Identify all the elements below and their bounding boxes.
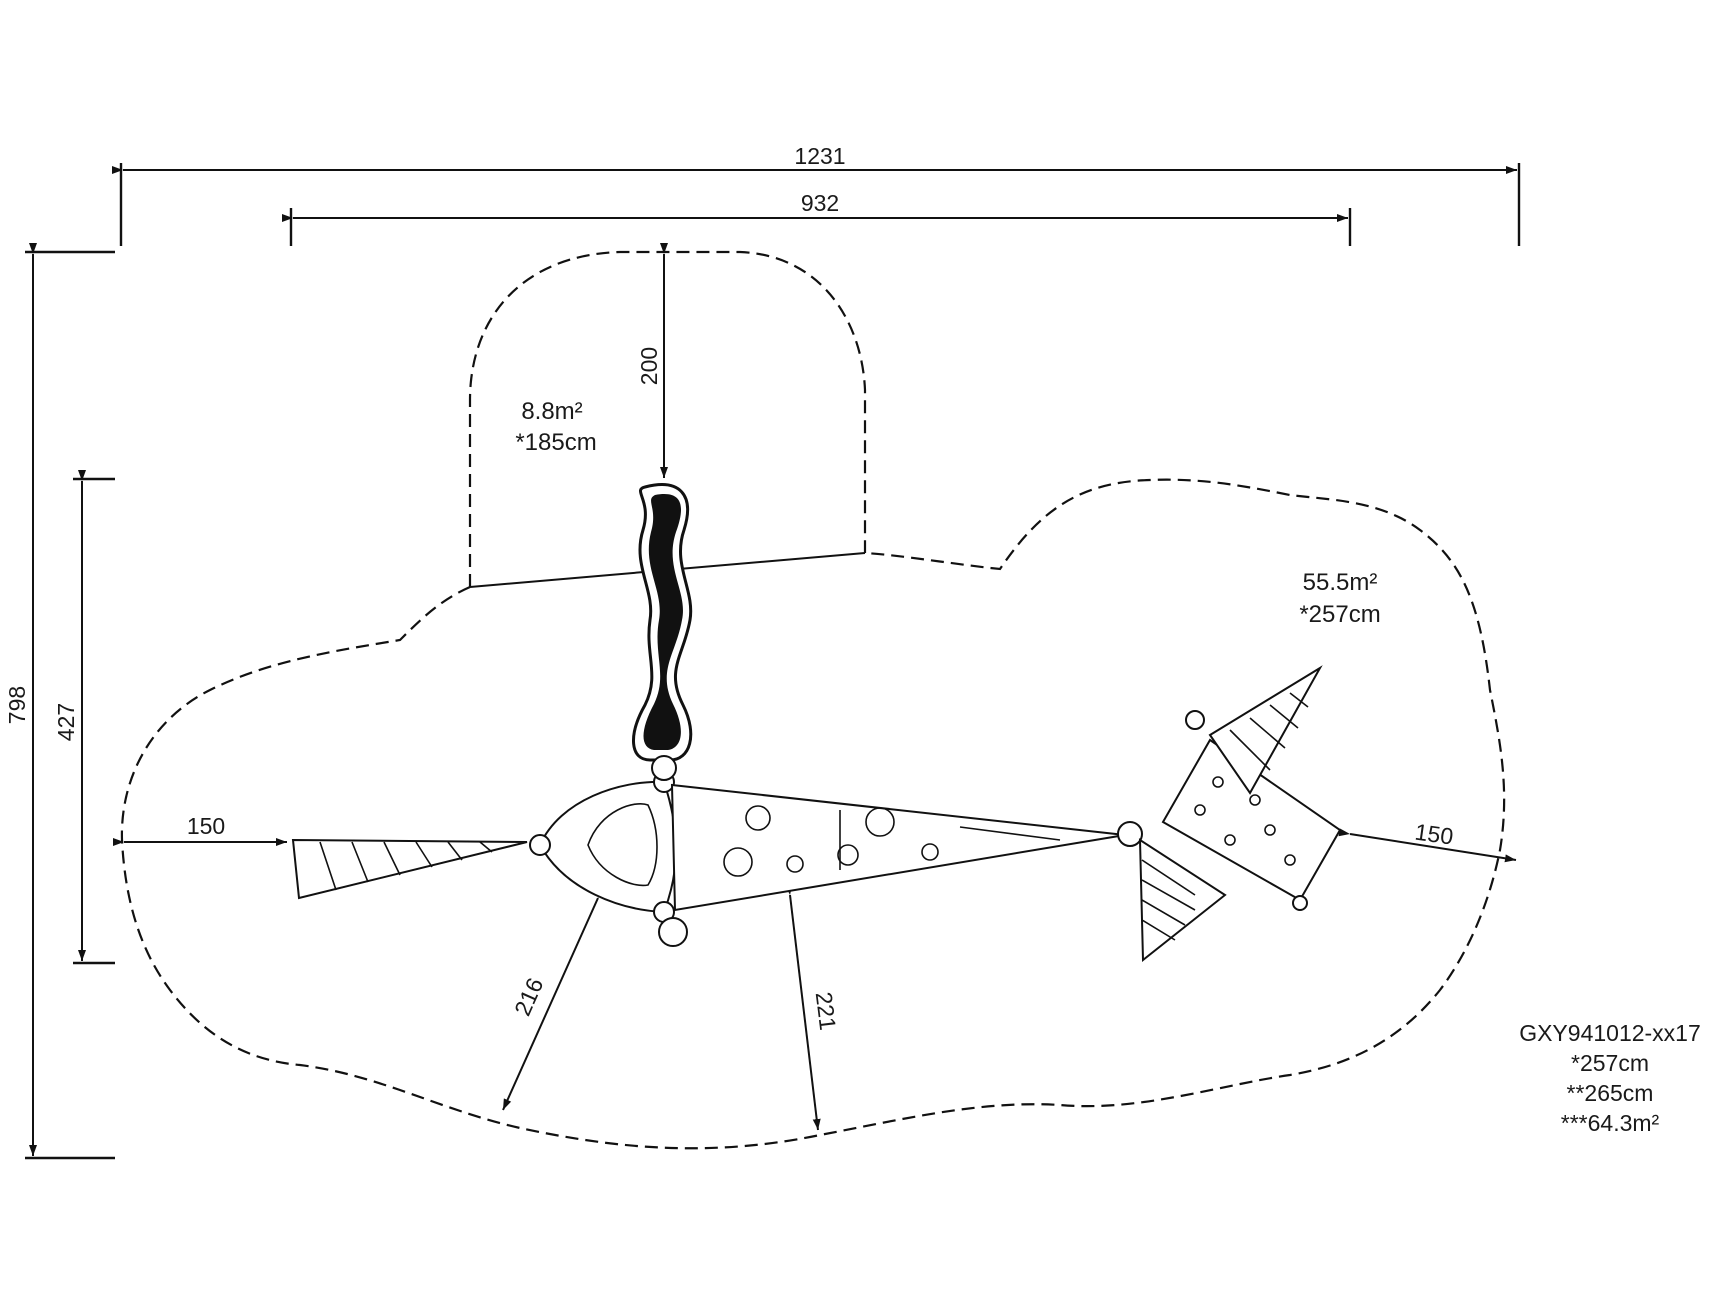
left-ladder-rungs bbox=[319, 841, 493, 891]
left-tower-inner bbox=[587, 803, 658, 887]
right-tower-post-top bbox=[1185, 710, 1205, 730]
slide-zone-area-label: 8.8m² bbox=[521, 398, 582, 425]
model-total-area: ***64.3m² bbox=[1560, 1110, 1660, 1136]
right-lower-ladder bbox=[1138, 838, 1227, 963]
main-zone-area-label: 55.5m² bbox=[1303, 569, 1378, 596]
model-info: GXY941012-xx17 *257cm **265cm ***64.3m² bbox=[1490, 1018, 1730, 1138]
right-upper-ladder-rungs bbox=[1229, 692, 1309, 771]
right-tower-holds bbox=[1194, 776, 1296, 866]
dim-left-clearance-label: 150 bbox=[187, 813, 225, 839]
bridge-play-elements bbox=[723, 805, 1061, 877]
top-post-cap bbox=[651, 755, 677, 781]
right-joint-post bbox=[1117, 821, 1143, 847]
slide-zone-fall-height-label: *185cm bbox=[515, 429, 596, 456]
bottom-post-cap bbox=[658, 917, 688, 947]
right-tower-post-bottom bbox=[1292, 895, 1308, 911]
dim-lower-mid-clearance-label: 221 bbox=[811, 990, 841, 1031]
wavy-slide-bed bbox=[643, 494, 683, 750]
dim-inner-width-label: 932 bbox=[801, 190, 839, 216]
safety-zone-slide bbox=[468, 250, 867, 587]
right-lower-ladder-rungs bbox=[1141, 859, 1196, 941]
dim-lower-left-clearance-label: 216 bbox=[509, 974, 548, 1020]
dim-slide-clearance-label: 200 bbox=[636, 347, 662, 385]
dim-lower-mid-clearance-line bbox=[784, 883, 821, 1131]
dim-overall-depth-label: 798 bbox=[4, 686, 30, 724]
main-zone-fall-height-label: *257cm bbox=[1299, 601, 1380, 628]
dim-lower-left-clearance-line bbox=[502, 886, 607, 1111]
left-tower-post-left bbox=[529, 834, 551, 856]
left-ladder bbox=[291, 838, 528, 900]
model-free-fall: *257cm bbox=[1571, 1050, 1649, 1076]
dim-right-clearance-label: 150 bbox=[1413, 819, 1455, 850]
dim-inner-depth-label: 427 bbox=[53, 703, 79, 741]
model-max-height: **265cm bbox=[1566, 1080, 1654, 1106]
left-tower-deck bbox=[538, 780, 677, 914]
dim-right-clearance-line bbox=[1338, 828, 1517, 863]
model-code: GXY941012-xx17 bbox=[1519, 1020, 1701, 1046]
dim-overall-width-label: 1231 bbox=[794, 143, 845, 169]
bridge-deck bbox=[670, 783, 1126, 912]
